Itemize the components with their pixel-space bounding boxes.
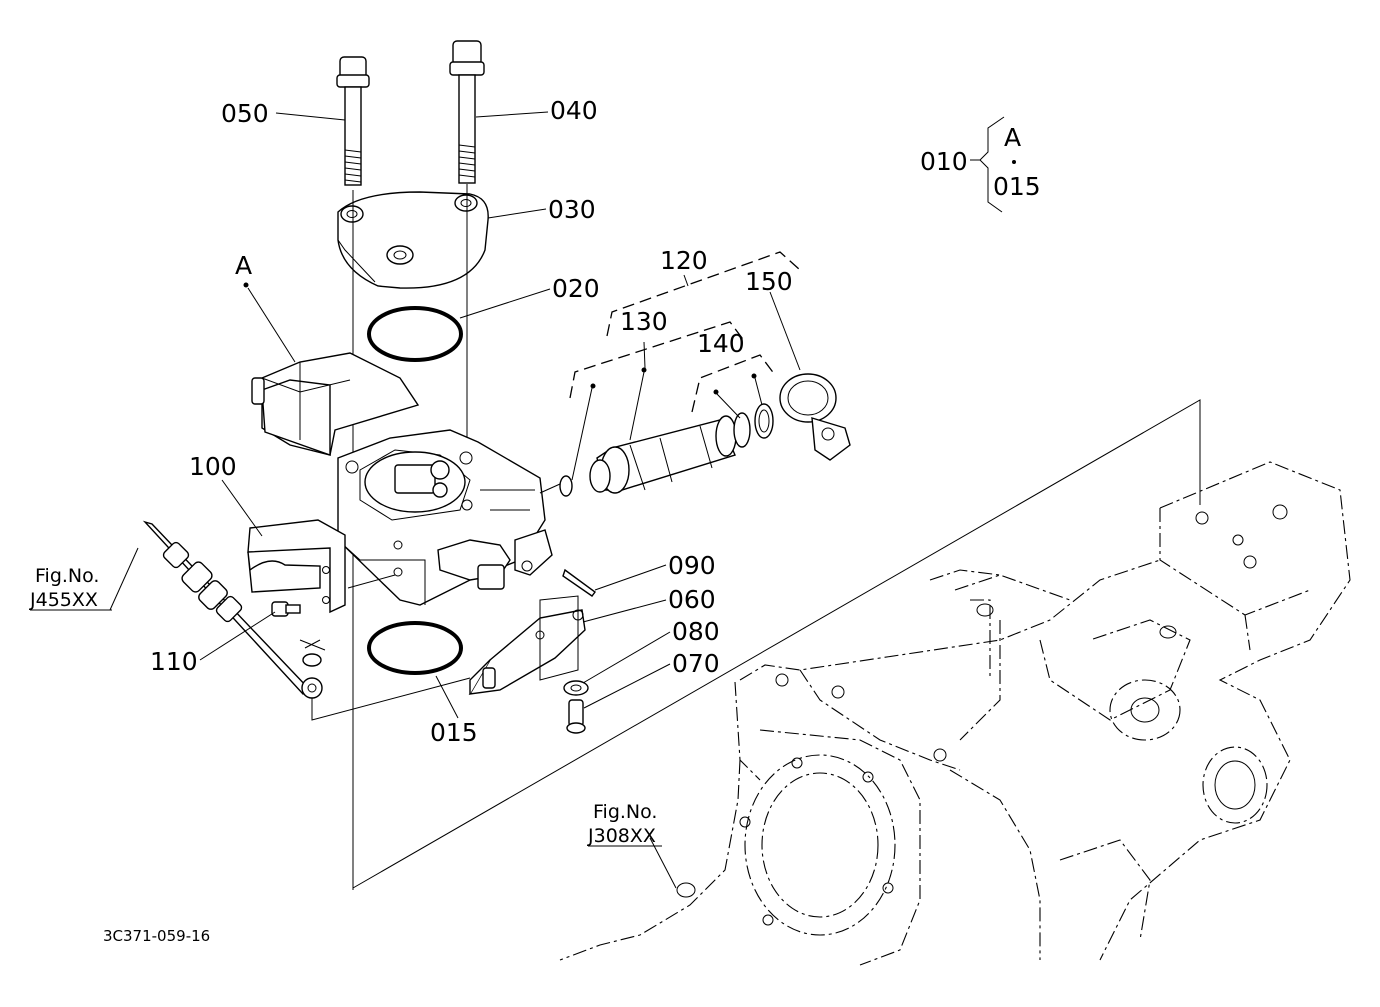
fig-ref-j308-line1: Fig.No.	[593, 801, 657, 823]
valve-body-a[interactable]	[251, 352, 553, 606]
pin-090[interactable]	[562, 568, 596, 597]
small-hardware	[299, 639, 326, 667]
label-130: 130	[620, 307, 668, 336]
label-010: 010	[920, 147, 968, 176]
label-140: 140	[697, 329, 745, 358]
label-040: 040	[550, 96, 598, 125]
pin-070[interactable]	[566, 699, 586, 734]
o-ring-130-small[interactable]	[559, 475, 573, 497]
bracket-100[interactable]	[247, 519, 346, 614]
label-110: 110	[150, 647, 198, 676]
label-a-top: A	[1004, 123, 1021, 152]
leader-lines	[109, 111, 1201, 889]
label-020: 020	[552, 274, 600, 303]
label-080: 080	[672, 617, 720, 646]
label-070: 070	[672, 649, 720, 678]
o-rings-140[interactable]	[733, 403, 774, 448]
label-100: 100	[189, 452, 237, 481]
bracket-120	[606, 251, 801, 337]
label-030: 030	[548, 195, 596, 224]
bolt-110[interactable]	[271, 601, 301, 617]
label-015-bottom: 015	[430, 718, 478, 747]
label-060: 060	[668, 585, 716, 614]
washer-080[interactable]	[563, 680, 589, 696]
drawing-code: 3C371-059-16	[103, 927, 210, 945]
fig-ref-j455-line1: Fig.No.	[35, 565, 99, 587]
label-150: 150	[745, 267, 793, 296]
cover-030[interactable]	[337, 191, 489, 289]
bolt-050[interactable]	[336, 56, 370, 186]
solenoid-130[interactable]	[589, 415, 737, 494]
clamp-150[interactable]	[779, 373, 851, 461]
fig-ref-j308-line2: J308XX	[587, 825, 656, 847]
label-015-top: 015	[993, 172, 1041, 201]
label-050: 050	[221, 99, 269, 128]
o-ring-015[interactable]	[367, 621, 463, 675]
transmission-housing[interactable]	[559, 461, 1351, 966]
o-ring-020[interactable]	[367, 306, 463, 362]
label-120: 120	[660, 246, 708, 275]
fig-ref-j455-line2: J455XX	[29, 589, 98, 611]
bracket-130	[569, 321, 746, 399]
bracket-140	[691, 354, 776, 413]
lever-060[interactable]	[468, 595, 586, 695]
bolt-040[interactable]	[449, 40, 485, 184]
cable-assembly[interactable]	[142, 520, 323, 699]
label-090: 090	[668, 551, 716, 580]
label-a-main: A	[235, 251, 252, 280]
